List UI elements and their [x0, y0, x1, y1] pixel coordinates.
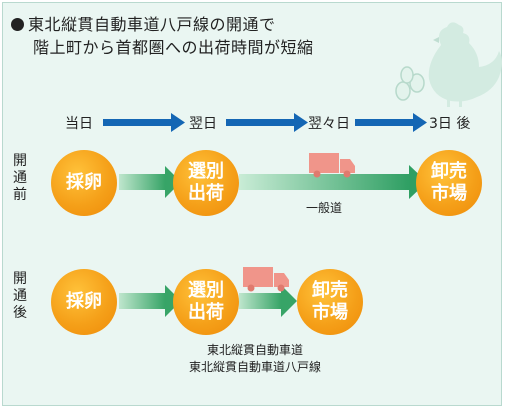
diagram-panel: 東北縦貫自動車道八戸線の開通で 階上町から首都圏への出荷時間が短縮: [2, 2, 502, 406]
timeline-day3: 3日 後: [429, 116, 471, 132]
truck-icon: [309, 153, 355, 178]
after-side-label: 開通後: [13, 271, 27, 321]
before-road-label: 一般道: [306, 201, 343, 215]
title-line-1: 東北縦貫自動車道八戸線の開通で: [11, 11, 276, 35]
after-road-label-2: 東北縦貫自動車道八戸線: [189, 360, 322, 374]
before-side-label: 開通前: [13, 153, 27, 203]
timeline-day0: 当日: [65, 116, 93, 132]
after-arrow-1: [119, 285, 181, 317]
timeline-arrows: [103, 113, 427, 132]
before-step-egg-collection: 採卵: [51, 150, 117, 216]
before-step-sort-ship: 選別出荷: [173, 150, 239, 216]
title-line-2: 階上町から首都圏への出荷時間が短縮: [33, 38, 314, 57]
after-step-wholesale-market: 卸売市場: [297, 269, 363, 335]
after-step-egg-collection: 採卵: [51, 269, 117, 335]
after-road-label-1: 東北縦貫自動車道: [207, 343, 304, 357]
before-step-wholesale-market: 卸売市場: [416, 150, 482, 216]
bullet-icon: [11, 18, 24, 31]
after-arrow-2: [239, 285, 297, 317]
title-text-1: 東北縦貫自動車道八戸線の開通で: [28, 15, 276, 34]
egg-icon: [395, 66, 425, 101]
after-step-sort-ship: 選別出荷: [173, 269, 239, 335]
timeline-day2: 翌々日: [308, 116, 350, 132]
timeline-day1: 翌日: [189, 116, 217, 132]
before-arrow-1: [119, 166, 181, 198]
hen-icon: [428, 22, 502, 107]
truck-icon: [243, 267, 289, 292]
